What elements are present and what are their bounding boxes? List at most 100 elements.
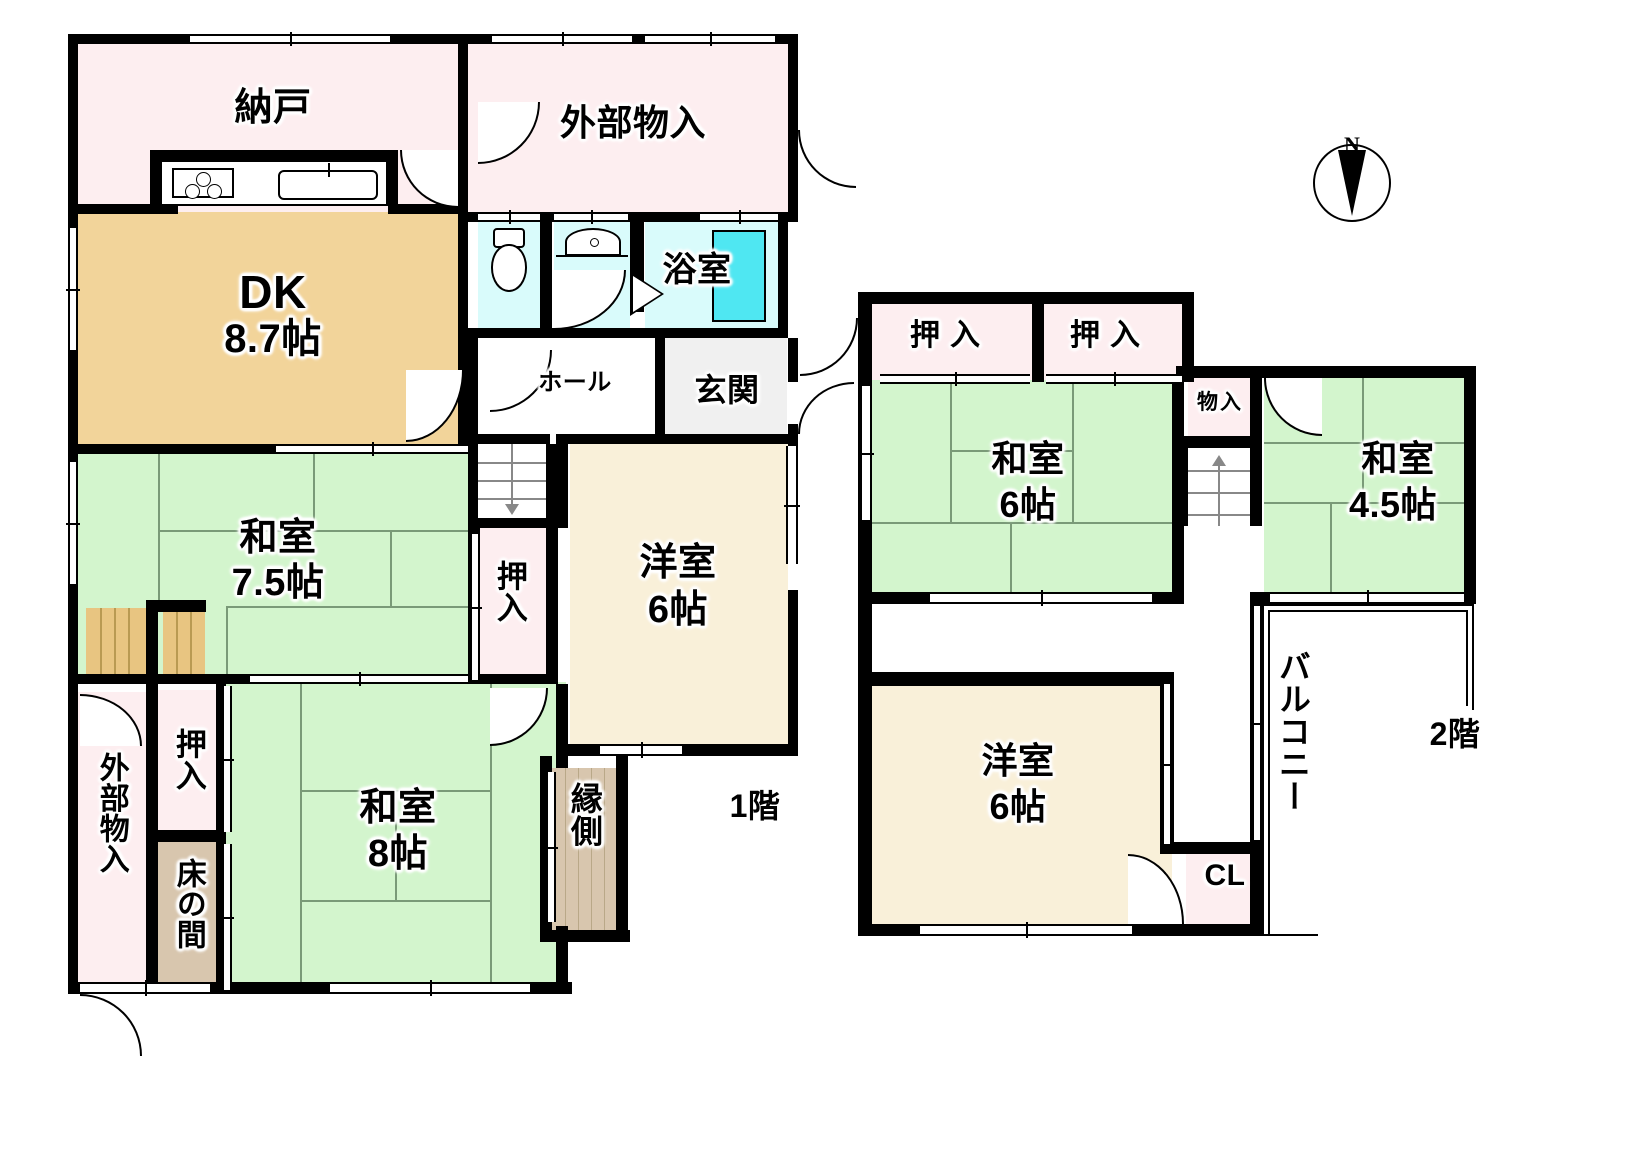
wall bbox=[556, 744, 606, 756]
wall bbox=[458, 212, 468, 452]
wall bbox=[150, 150, 160, 214]
wall bbox=[556, 434, 666, 444]
wall bbox=[468, 518, 558, 528]
wall bbox=[68, 204, 178, 214]
sliding-door[interactable] bbox=[930, 590, 1152, 606]
sliding-door[interactable] bbox=[1046, 372, 1182, 386]
wall bbox=[630, 328, 788, 338]
label-yoshitsu-6-f2-size: 6帖 bbox=[989, 786, 1047, 827]
tatami-line bbox=[313, 530, 468, 532]
wall bbox=[1464, 366, 1476, 604]
wall bbox=[1250, 378, 1262, 448]
stair-landing-wood bbox=[86, 608, 146, 682]
door-swing-gaibu-left-bottom[interactable] bbox=[80, 994, 142, 1056]
tatami-line bbox=[226, 606, 228, 682]
wall bbox=[1182, 292, 1194, 382]
door-swing-washitsu6-f2[interactable] bbox=[800, 318, 858, 376]
label-dk-size: 8.7帖 bbox=[224, 317, 322, 361]
label-floor2: 2階 bbox=[1429, 716, 1481, 752]
label-floor1: 1階 bbox=[729, 788, 781, 824]
label-gaibu-monoire-left: 外部物入 bbox=[94, 752, 128, 874]
sliding-door[interactable] bbox=[920, 922, 1132, 938]
burner-icon bbox=[185, 184, 200, 199]
tatami-line bbox=[950, 450, 1072, 452]
label-engawa: 縁側 bbox=[566, 782, 603, 847]
sliding-door[interactable] bbox=[1270, 590, 1464, 606]
engawa-plank-1 bbox=[565, 768, 566, 940]
door-swing-cl[interactable] bbox=[1128, 854, 1184, 924]
wall bbox=[1032, 292, 1044, 382]
sliding-door[interactable] bbox=[220, 844, 234, 990]
sliding-door[interactable] bbox=[784, 446, 800, 564]
bathroom-folding-door-inner bbox=[633, 276, 661, 312]
sliding-door[interactable] bbox=[1160, 684, 1174, 844]
window[interactable] bbox=[600, 742, 682, 758]
window[interactable] bbox=[478, 210, 540, 224]
wall bbox=[146, 842, 158, 992]
stair-line-c bbox=[128, 608, 130, 682]
sliding-door[interactable] bbox=[330, 980, 530, 996]
wall bbox=[146, 600, 206, 612]
window[interactable] bbox=[190, 32, 390, 46]
stair-dash-right bbox=[1250, 448, 1252, 526]
label-cl: CL bbox=[1204, 859, 1246, 892]
window[interactable] bbox=[554, 210, 628, 224]
wall bbox=[468, 328, 542, 338]
sliding-door[interactable] bbox=[220, 686, 234, 832]
label-oshiire-mid: 押入 bbox=[491, 560, 527, 623]
room-engawa bbox=[552, 768, 618, 940]
compass-circle bbox=[1313, 144, 1391, 222]
label-oshiire-b: 押入 bbox=[1070, 319, 1150, 352]
sliding-door[interactable] bbox=[276, 442, 468, 456]
label-yoshitsu-6-f2-name: 洋室 bbox=[981, 740, 1055, 781]
wall bbox=[68, 682, 78, 994]
wall bbox=[146, 684, 158, 834]
tatami-line bbox=[1010, 522, 1012, 602]
room-yoshitsu-6-f1 bbox=[570, 442, 788, 754]
label-washitsu-4p5-name: 和室 bbox=[1361, 438, 1435, 479]
wall bbox=[788, 338, 798, 382]
window[interactable] bbox=[645, 32, 775, 46]
window[interactable] bbox=[700, 210, 778, 224]
wall bbox=[1172, 380, 1184, 604]
label-washitsu-4p5-size: 4.5帖 bbox=[1348, 484, 1438, 525]
room-monoire bbox=[1188, 378, 1250, 446]
door-swing-genkan-entry[interactable] bbox=[798, 382, 854, 434]
window[interactable] bbox=[858, 386, 874, 520]
sliding-door[interactable] bbox=[1250, 606, 1264, 840]
faucet-icon bbox=[590, 238, 599, 247]
stair-down-arrow bbox=[505, 504, 519, 515]
toilet-bowl-icon bbox=[491, 244, 527, 292]
wall bbox=[540, 930, 630, 942]
wall bbox=[146, 830, 226, 842]
sliding-door[interactable] bbox=[544, 772, 558, 922]
tatami-line bbox=[158, 452, 160, 612]
label-washitsu-6-f2-name: 和室 bbox=[991, 438, 1065, 479]
tatami-line bbox=[872, 522, 1184, 524]
burner-icon bbox=[196, 172, 211, 187]
label-tokonoma: 床の間 bbox=[171, 858, 205, 950]
sliding-door[interactable] bbox=[250, 672, 468, 686]
window[interactable] bbox=[66, 462, 80, 584]
stair-up-arrow bbox=[1212, 455, 1226, 466]
sliding-door[interactable] bbox=[468, 534, 482, 680]
wall bbox=[68, 34, 78, 214]
tatami-line bbox=[226, 606, 468, 608]
wall bbox=[1176, 366, 1280, 378]
label-washitsu-7p5-size: 7.5帖 bbox=[231, 562, 325, 604]
room-yoshitsu-6-f2 bbox=[872, 684, 1172, 924]
window[interactable] bbox=[66, 228, 80, 350]
wall bbox=[546, 528, 558, 684]
wall bbox=[858, 292, 1194, 304]
tatami-line bbox=[158, 530, 313, 532]
door-swing-genkan-outer[interactable] bbox=[798, 130, 856, 188]
window[interactable] bbox=[492, 32, 632, 46]
label-hall: ホール bbox=[538, 369, 612, 396]
wall bbox=[1176, 436, 1262, 448]
label-nando: 納戸 bbox=[234, 87, 312, 129]
sliding-door[interactable] bbox=[880, 372, 1030, 386]
wall bbox=[655, 338, 665, 444]
wall bbox=[788, 34, 798, 214]
window[interactable] bbox=[80, 980, 210, 996]
